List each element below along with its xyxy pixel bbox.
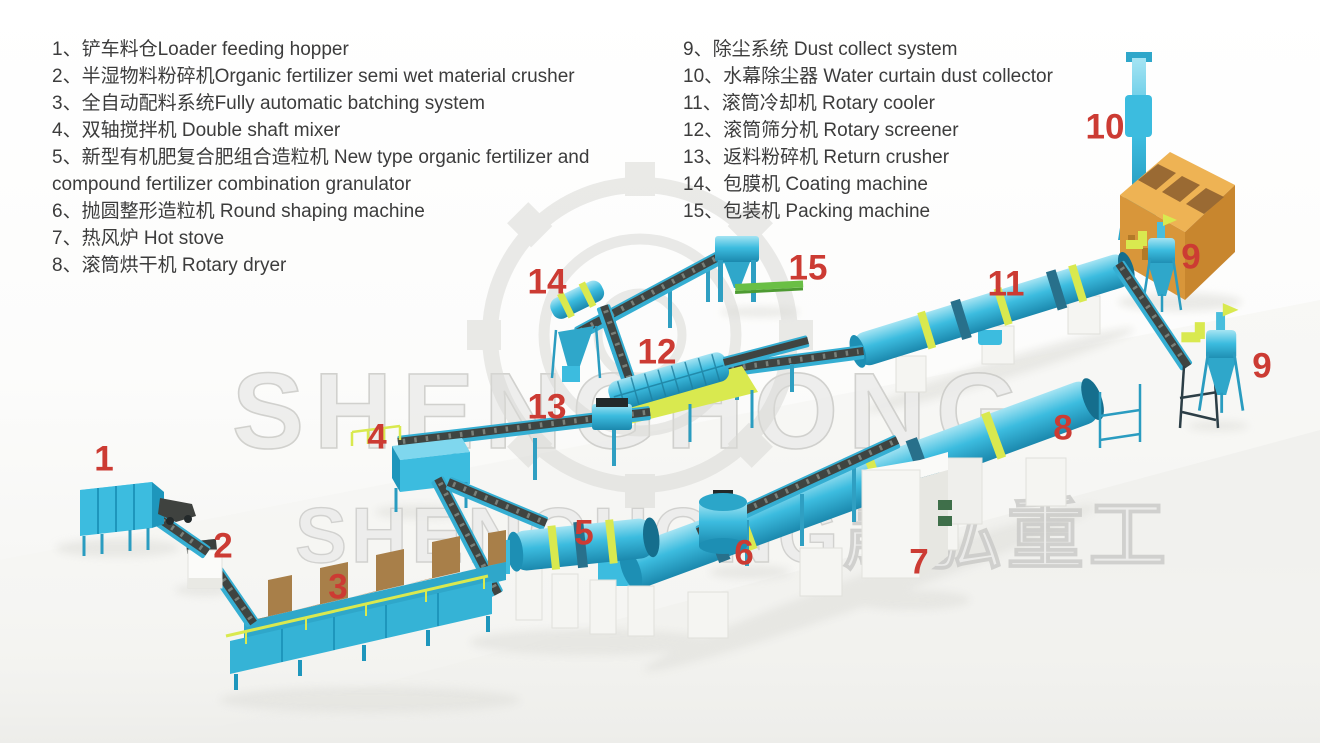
ground-shadows (56, 293, 1248, 713)
machine-13-return-crusher (592, 398, 632, 430)
legend-item: 8、滚筒烘干机 Rotary dryer (52, 255, 287, 276)
legend-item: 6、抛圆整形造粒机 Round shaping machine (52, 201, 425, 222)
conveyor-leg (790, 364, 794, 392)
legend-item: 3、全自动配料系统Fully automatic batching system (52, 93, 485, 114)
machine-2-semi-wet-material-crusher (186, 538, 223, 589)
machine-1-loader-feeding-hopper (80, 482, 196, 556)
legend-item: 4、双轴搅拌机 Double shaft mixer (52, 120, 341, 141)
machine-14-coating-machine (550, 280, 605, 382)
pump-icon (978, 332, 1002, 345)
machine-3-batching-system (225, 530, 506, 690)
legend-item: 9、除尘系统 Dust collect system (683, 39, 958, 60)
legend-item: 12、滚筒筛分机 Rotary screener (683, 120, 959, 141)
legend-item: 15、包装机 Packing machine (683, 201, 931, 222)
legend-item: 1、铲车料仓Loader feeding hopper (52, 39, 349, 60)
elevator-cooler-discharge (1112, 260, 1193, 371)
machine-6-round-shaping-machine (699, 490, 747, 554)
machine-9b-dust-collect-cyclone (1178, 301, 1245, 429)
machine-7-hot-stove (861, 452, 983, 579)
watermark-gear-icon (467, 162, 813, 508)
conveyor-mixer-to-granulator (445, 477, 548, 530)
legend-item: 7、热风炉 Hot stove (52, 228, 225, 249)
legend-right-column: 9、除尘系统 Dust collect system 10、水幕除尘器 Water… (683, 36, 1123, 225)
legend-left-column: 1、铲车料仓Loader feeding hopper 2、半湿物料粉碎机Orga… (52, 36, 618, 279)
legend-item: 14、包膜机 Coating machine (683, 174, 928, 195)
machine-15-packing-machine (715, 236, 804, 302)
conveyor-batching-to-mixer (431, 476, 503, 597)
machine-5-combination-granulator (488, 517, 660, 637)
legend-item: 13、返料粉碎机 Return crusher (683, 147, 950, 168)
legend-item: 5、新型有机肥复合肥组合造粒机 New type organic fertili… (52, 147, 590, 195)
machine-10-water-curtain-dust-collector (1118, 52, 1235, 300)
legend-item: 2、半湿物料粉碎机Organic fertilizer semi wet mat… (52, 66, 575, 87)
legend-item: 10、水幕除尘器 Water curtain dust collector (683, 66, 1053, 87)
legend-item: 11、滚筒冷却机 Rotary cooler (683, 93, 935, 114)
